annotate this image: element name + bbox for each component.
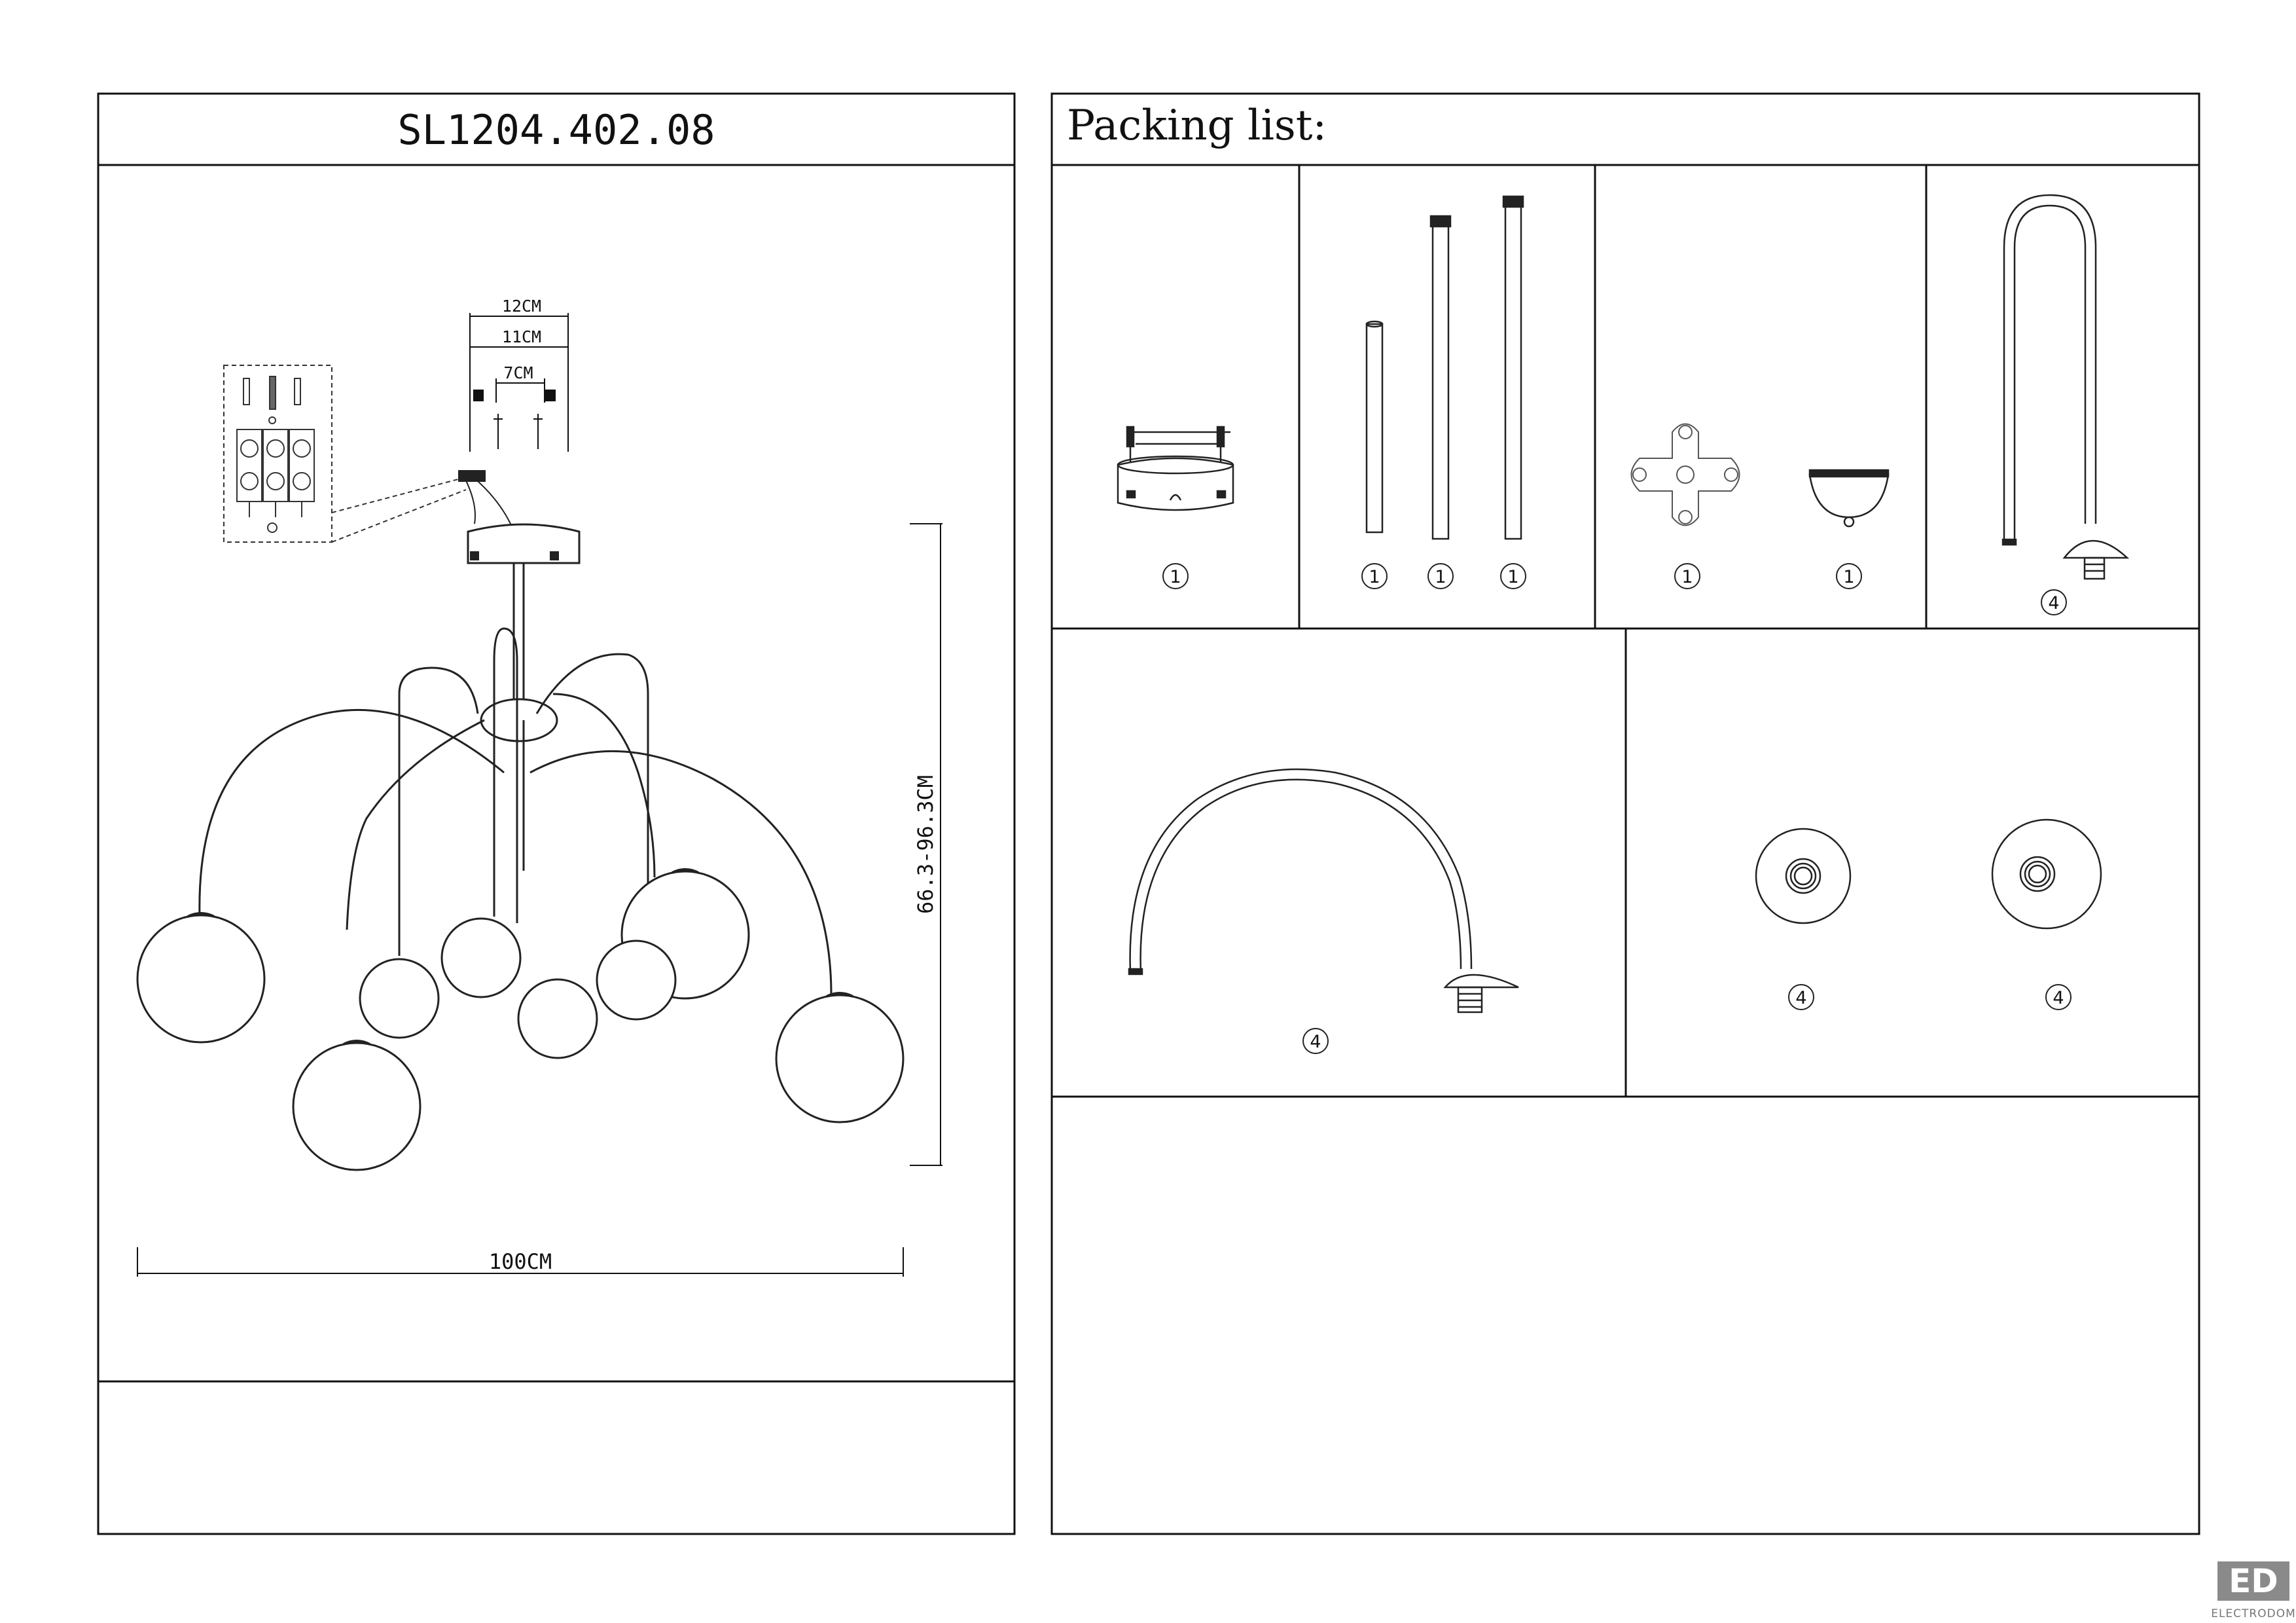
- svg-text:1: 1: [1843, 567, 1854, 587]
- socket-cup-b-part: [1991, 818, 2102, 930]
- qty-badge-rod-long: 1: [1500, 563, 1526, 589]
- model-code: SL1204.402.08: [397, 106, 715, 154]
- svg-text:1: 1: [1681, 567, 1693, 587]
- qty-badge-socket-cup-b: 4: [2045, 984, 2072, 1010]
- svg-text:4: 4: [2048, 593, 2059, 613]
- svg-text:ELECTRODOM: ELECTRODOM: [2211, 1607, 2296, 1620]
- width-dimension-line: [137, 1247, 904, 1277]
- cross-bracket-part: [1630, 423, 1740, 526]
- qty-badge-canopy: 1: [1162, 563, 1189, 589]
- center-cap-part: [1808, 469, 1890, 528]
- svg-text:4: 4: [1310, 1032, 1321, 1052]
- qty-badge-cross-bracket: 1: [1674, 563, 1700, 589]
- qty-badge-socket-cup-a: 4: [1788, 984, 1814, 1010]
- svg-text:1: 1: [1170, 567, 1181, 587]
- rods-part: [1365, 195, 1524, 540]
- svg-text:1: 1: [1369, 567, 1380, 587]
- arc-arm-part: [1128, 768, 1519, 1013]
- terminal-block-detail: [223, 365, 467, 543]
- qty-badge-rod-short: 1: [1361, 563, 1388, 589]
- chandelier-drawing: [136, 470, 905, 1171]
- qty-badge-center-cap: 1: [1836, 563, 1862, 589]
- electrodom-logo: ED ELECTRODOM: [2211, 1561, 2296, 1620]
- width-label: 100CM: [489, 1249, 552, 1274]
- svg-text:1: 1: [1435, 567, 1446, 587]
- height-dimension-line: [910, 523, 942, 1166]
- canopy-part: [1117, 426, 1234, 511]
- qty-badge-arc-arm: 4: [1302, 1028, 1329, 1054]
- svg-text:ED: ED: [2229, 1562, 2278, 1600]
- qty-badge-rod-medium: 1: [1427, 563, 1454, 589]
- canopy-inner-label: 7CM: [503, 363, 533, 382]
- svg-text:1: 1: [1507, 567, 1518, 587]
- svg-text:4: 4: [2053, 988, 2064, 1008]
- packing-list-title: Packing list:: [1067, 101, 1327, 150]
- spec-panel: [97, 92, 1016, 1535]
- canopy-middle-label: 11CM: [502, 327, 541, 346]
- svg-text:4: 4: [1795, 988, 1806, 1008]
- canopy-outer-label: 12CM: [502, 297, 541, 316]
- qty-badge-u-arm: 4: [2041, 589, 2067, 615]
- canopy-dimension-detail: [469, 313, 569, 452]
- packing-list-panel: [1050, 92, 2200, 1535]
- height-label: 66.3-96.3CM: [913, 775, 938, 914]
- socket-cup-a-part: [1755, 828, 1852, 924]
- u-arm-part: [2001, 194, 2130, 580]
